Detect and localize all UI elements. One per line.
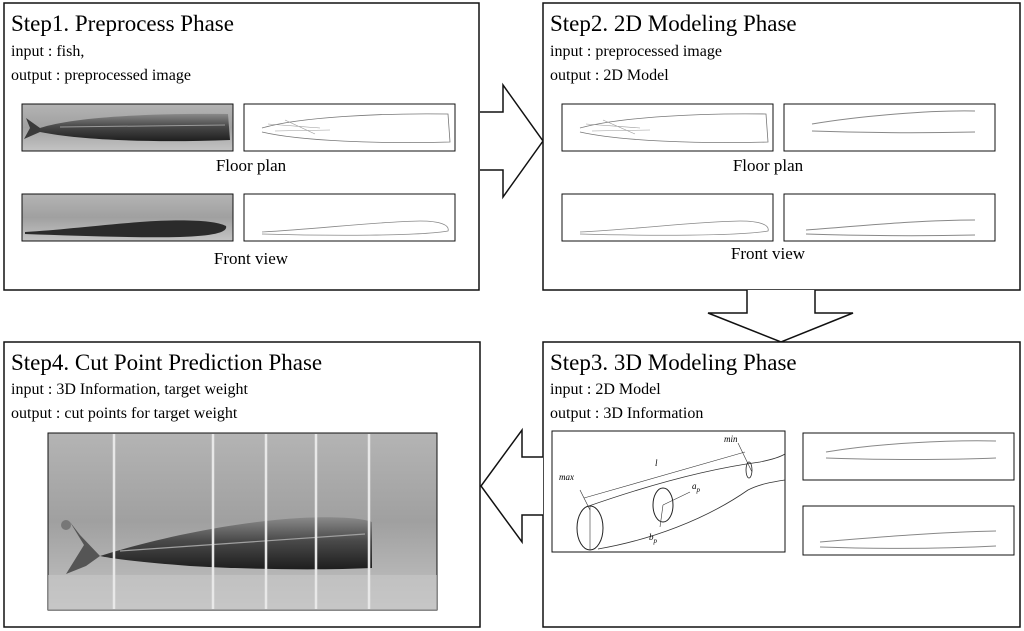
step1-title: Step1. Preprocess Phase — [11, 11, 234, 36]
label-min: min — [724, 434, 738, 444]
step2-input: input : preprocessed image — [550, 43, 722, 60]
step3-3d-model-sketch: max min l ap bp — [551, 430, 786, 553]
label-max: max — [559, 472, 574, 482]
step1-panel: Step1. Preprocess Phase input : fish, ou… — [3, 2, 480, 291]
step3-model-outline-bottom — [802, 505, 1015, 556]
step1-edge-image-top — [243, 103, 456, 152]
step3-input: input : 2D Model — [550, 381, 661, 398]
step4-title: Step4. Cut Point Prediction Phase — [11, 350, 322, 375]
step2-caption-floor-plan: Floor plan — [733, 156, 804, 175]
step2-panel: Step2. 2D Modeling Phase input : preproc… — [542, 2, 1021, 291]
step4-input: input : 3D Information, target weight — [11, 381, 249, 398]
step1-caption-front-view: Front view — [214, 249, 289, 268]
step1-fish-photo-top — [21, 103, 234, 152]
step2-caption-front-view: Front view — [731, 244, 806, 263]
step2-model-outline-bottom — [783, 193, 996, 242]
label-b: bp — [649, 532, 658, 545]
step1-output: output : preprocessed image — [11, 67, 191, 84]
arrow-left — [480, 427, 543, 545]
label-a: ap — [692, 481, 701, 494]
label-l: l — [655, 458, 658, 468]
arrow-right — [480, 82, 544, 200]
step4-panel: Step4. Cut Point Prediction Phase input … — [3, 341, 481, 628]
step2-model-outline-top — [783, 103, 996, 152]
step3-model-outline-top — [802, 432, 1015, 481]
arrow-down — [707, 290, 854, 343]
step2-output: output : 2D Model — [550, 67, 669, 84]
step2-edge-image-top — [561, 103, 774, 152]
step2-edge-image-bottom — [561, 193, 774, 242]
step4-fish-cut-photo — [47, 432, 438, 611]
step1-input: input : fish, — [11, 43, 84, 60]
step3-title: Step3. 3D Modeling Phase — [550, 350, 797, 375]
step3-output: output : 3D Information — [550, 405, 703, 422]
step2-title: Step2. 2D Modeling Phase — [550, 11, 797, 36]
step1-edge-image-bottom — [243, 193, 456, 242]
step1-fish-photo-bottom — [21, 193, 234, 242]
step4-output: output : cut points for target weight — [11, 405, 238, 422]
step3-panel: Step3. 3D Modeling Phase input : 2D Mode… — [542, 341, 1021, 628]
step1-caption-floor-plan: Floor plan — [216, 156, 287, 175]
cut-lines — [112, 434, 371, 609]
